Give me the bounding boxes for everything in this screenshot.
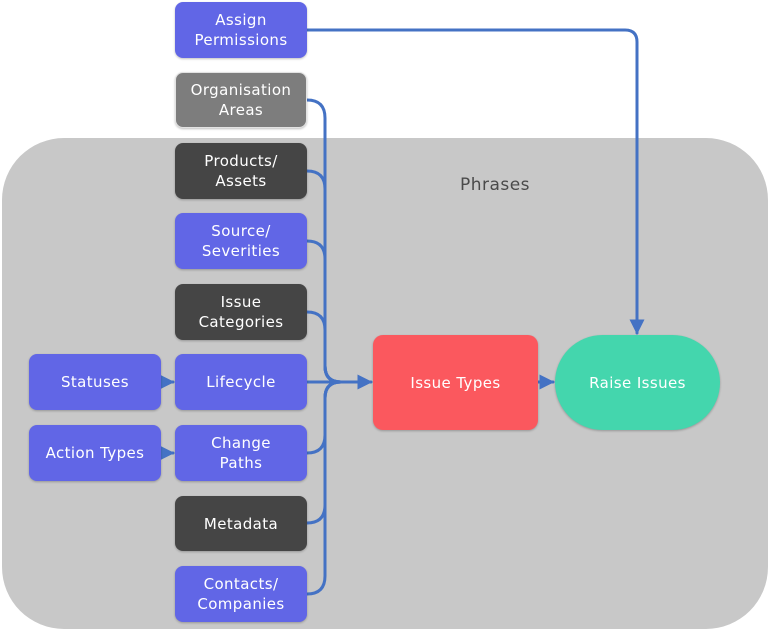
edge-issue-categories-issue-types xyxy=(305,310,343,384)
node-metadata: Metadata xyxy=(175,496,307,551)
edge-assign-permissions-raise-issues xyxy=(305,28,645,335)
phrases-container-label: Phrases xyxy=(459,175,531,195)
node-change-paths: Change Paths xyxy=(175,425,307,481)
node-assign-permissions: Assign Permissions xyxy=(175,2,307,58)
node-source-severities: Source/ Severities xyxy=(175,213,307,269)
node-products-assets: Products/ Assets xyxy=(175,143,307,199)
node-statuses: Statuses xyxy=(29,354,161,410)
node-contacts-companies: Contacts/ Companies xyxy=(175,566,307,622)
node-organisation-areas: Organisation Areas xyxy=(175,72,307,128)
node-issue-categories: Issue Categories xyxy=(175,284,307,340)
node-issue-types: Issue Types xyxy=(373,335,538,430)
node-action-types: Action Types xyxy=(29,425,161,481)
node-lifecycle: Lifecycle xyxy=(175,354,307,410)
node-raise-issues: Raise Issues xyxy=(555,335,720,430)
edge-contacts-companies-issue-types xyxy=(305,380,343,596)
